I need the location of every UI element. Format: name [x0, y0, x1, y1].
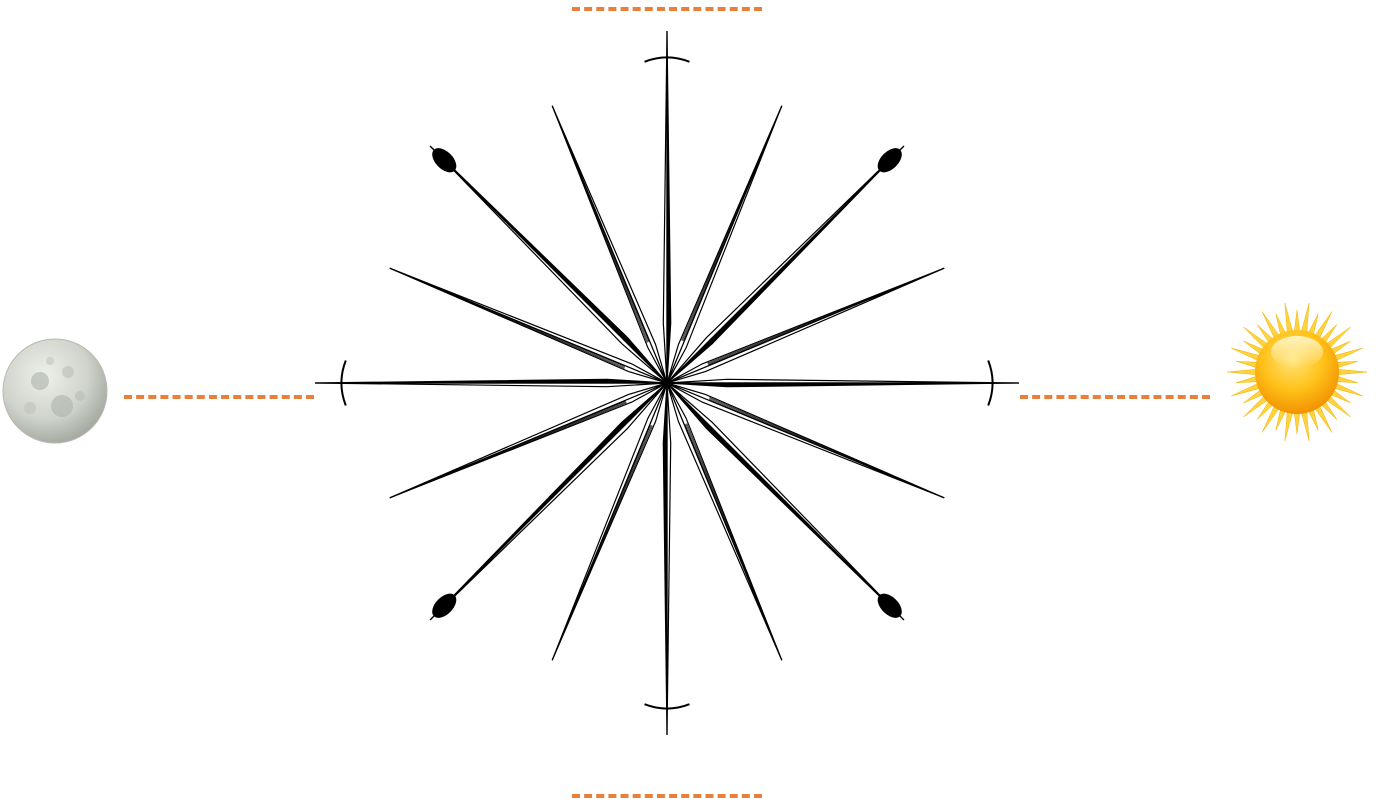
sun-ray — [1236, 361, 1258, 368]
minor-point-hatch — [710, 398, 945, 498]
minor-point-hatch — [390, 403, 627, 498]
answer-blank-bottom[interactable] — [572, 794, 762, 798]
sun-ray — [1294, 310, 1300, 332]
minor-point-hatch — [552, 106, 647, 343]
sun-ray — [1227, 369, 1257, 375]
sun-ray — [1326, 327, 1351, 348]
intercardinal-point — [430, 146, 667, 383]
sun-ray — [1326, 396, 1351, 417]
cardinal-point — [663, 383, 667, 735]
cardinal-point — [667, 31, 671, 383]
answer-blank-left[interactable] — [124, 395, 314, 399]
intercardinal-point — [430, 383, 667, 620]
sun-ray — [1285, 303, 1293, 333]
answer-blank-right[interactable] — [1020, 395, 1210, 399]
compass-rose — [310, 28, 1025, 743]
sun-ray — [1243, 327, 1268, 348]
cardinal-point — [667, 383, 1019, 387]
minor-point-hatch — [552, 426, 652, 661]
minor-point-hatch — [390, 268, 625, 368]
compass-rose-icon — [310, 28, 1025, 743]
sun-ray — [1236, 376, 1258, 383]
sun-ray — [1243, 396, 1268, 417]
intercardinal-point — [667, 146, 904, 383]
moon-icon — [0, 336, 110, 446]
sun-ray — [1294, 412, 1300, 434]
minor-point-hatch — [707, 268, 944, 363]
sun-ray — [1336, 361, 1358, 368]
sun — [1225, 300, 1370, 445]
sun-ray — [1301, 303, 1309, 333]
answer-blank-top[interactable] — [572, 7, 762, 11]
sun-ray — [1301, 411, 1309, 441]
sun-ray — [1285, 411, 1293, 441]
cardinal-point — [315, 379, 667, 383]
sun-ray — [1337, 369, 1367, 375]
minor-point-hatch — [682, 106, 782, 341]
sun-icon — [1225, 300, 1370, 445]
intercardinal-point — [667, 383, 904, 620]
minor-point-hatch — [687, 423, 782, 660]
sun-ray — [1336, 376, 1358, 383]
moon — [0, 336, 110, 446]
